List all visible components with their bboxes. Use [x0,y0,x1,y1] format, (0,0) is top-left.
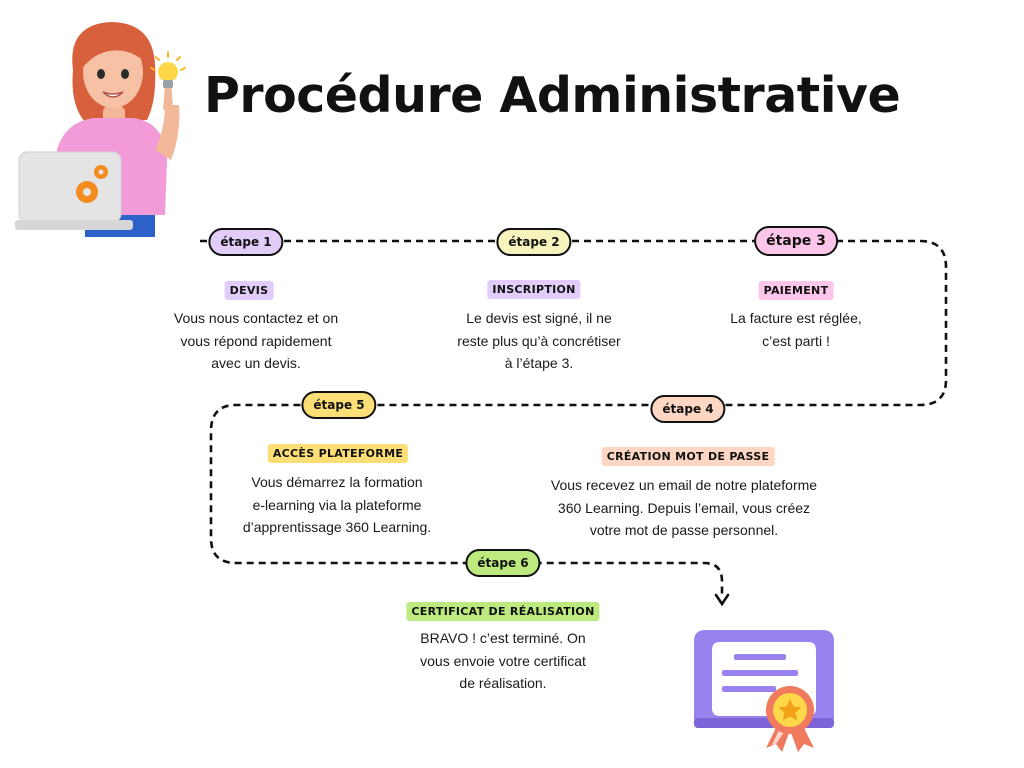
step-4-heading: CRÉATION MOT DE PASSE [601,447,775,466]
step-4-description: Vous recevez un email de notre plateform… [550,477,818,538]
page-title: Procédure Administrative [204,67,901,124]
step-3-pill: étape 3 [754,226,838,256]
step-6-pill: étape 6 [465,549,541,577]
step-2-heading: INSCRIPTION [487,280,581,299]
step-3-description: La facture est réglée,c’est parti ! [730,310,862,349]
arrow-head-icon [714,593,730,607]
certificate-icon [694,630,834,752]
woman-with-laptop-illustration [15,22,186,237]
step-1-heading: DEVIS [224,281,274,300]
step-1-pill: étape 1 [208,228,284,256]
step-3-heading: PAIEMENT [758,281,834,300]
step-6-heading: CERTIFICAT DE RÉALISATION [406,602,600,621]
step-5-heading: ACCÈS PLATEFORME [267,444,409,463]
step-4-pill: étape 4 [650,395,726,423]
step-2-pill: étape 2 [496,228,572,256]
step-5-pill: étape 5 [301,391,377,419]
